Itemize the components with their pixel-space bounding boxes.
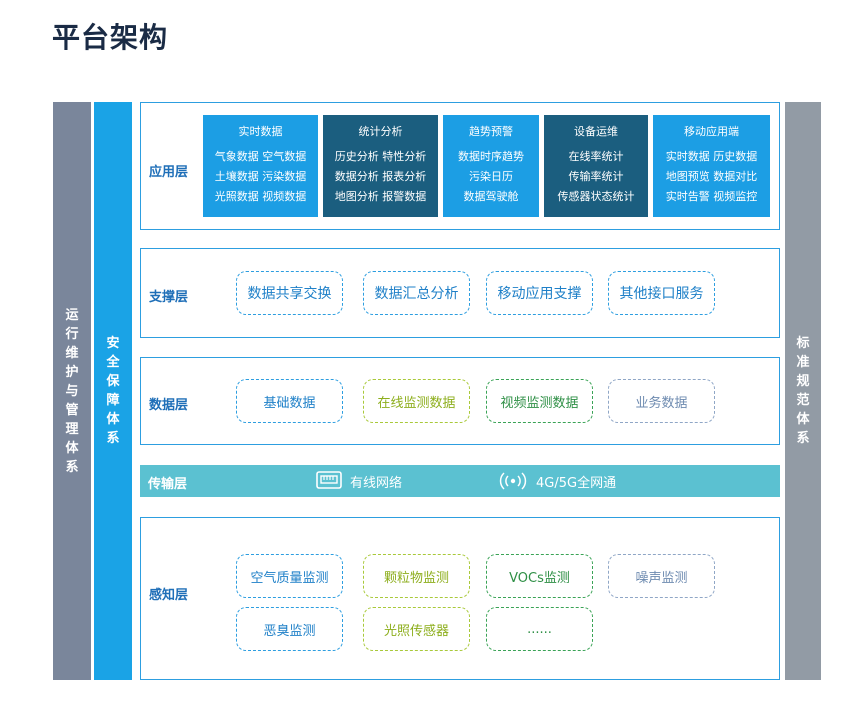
app-col-line: 数据分析 报表分析 [334,170,427,183]
application-layer-label: 应用层 [149,165,189,180]
data-item-video-monitoring: 视频监测数据 [486,379,593,423]
transport-layer: 传输层 有线网络 4G/5G全网通 [140,465,780,497]
app-col-line: 数据驾驶舱 [463,190,519,203]
perception-layer-label: 感知层 [149,588,189,603]
data-item-online-monitoring: 在线监测数据 [363,379,470,423]
wireless-network: 4G/5G全网通 [498,471,616,491]
sensor-item-light: 光照传感器 [363,607,470,651]
support-item: 数据汇总分析 [363,271,470,315]
app-col-line: 气象数据 空气数据 [214,150,307,163]
ops-management-label: 运行维护与管理体系 [65,307,79,475]
app-col-line: 实时数据 历史数据 [665,150,758,163]
app-col-line: 地图预览 数据对比 [665,170,758,183]
wired-network: 有线网络 [316,471,402,491]
app-col-device-ops: 设备运维 在线率统计 传输率统计 传感器状态统计 [544,115,648,217]
data-item-basic: 基础数据 [236,379,343,423]
app-col-line: 历史分析 特性分析 [334,150,427,163]
app-col-statistics: 统计分析 历史分析 特性分析 数据分析 报表分析 地图分析 报警数据 [323,115,438,217]
ethernet-icon [316,471,342,489]
application-layer: 应用层 实时数据 气象数据 空气数据 土壤数据 污染数据 光照数据 视频数据 统… [140,102,780,230]
app-col-line: 实时告警 视频监控 [665,190,758,203]
security-label: 安全保障体系 [106,336,120,446]
app-col-line: 传输率统计 [568,170,624,183]
app-col-title: 趋势预警 [469,125,513,138]
app-col-title: 设备运维 [574,125,618,138]
wired-network-label: 有线网络 [350,475,403,491]
data-layer: 数据层 基础数据 在线监测数据 视频监测数据 业务数据 [140,357,780,445]
transport-layer-label: 传输层 [148,477,188,492]
app-col-title: 实时数据 [238,125,283,138]
app-col-title: 移动应用端 [684,125,739,138]
security-sidebar: 安全保障体系 [94,102,132,680]
app-col-line: 污染日历 [469,170,513,183]
app-col-trend-warning: 趋势预警 数据时序趋势 污染日历 数据驾驶舱 [443,115,539,217]
support-layer-label: 支撑层 [149,290,189,305]
standard-sidebar: 标准规范体系 [785,102,821,680]
support-item: 其他接口服务 [608,271,715,315]
app-col-realtime: 实时数据 气象数据 空气数据 土壤数据 污染数据 光照数据 视频数据 [203,115,318,217]
sensor-item-odor: 恶臭监测 [236,607,343,651]
app-col-title: 统计分析 [358,125,403,138]
app-col-line: 传感器状态统计 [557,190,635,203]
perception-layer: 感知层 空气质量监测 颗粒物监测 VOCs监测 噪声监测 恶臭监测 光照传感器 … [140,517,780,680]
sensor-item-air-quality: 空气质量监测 [236,554,343,598]
sensor-item-vocs: VOCs监测 [486,554,593,598]
ops-management-sidebar: 运行维护与管理体系 [53,102,91,680]
app-col-line: 在线率统计 [568,150,624,163]
standard-label: 标准规范体系 [796,336,810,446]
sensor-item-particulate: 颗粒物监测 [363,554,470,598]
support-layer: 支撑层 数据共享交换 数据汇总分析 移动应用支撑 其他接口服务 [140,248,780,338]
data-layer-label: 数据层 [149,398,189,413]
sensor-item-more: ...... [486,607,593,651]
app-col-mobile: 移动应用端 实时数据 历史数据 地图预览 数据对比 实时告警 视频监控 [653,115,770,217]
wireless-network-label: 4G/5G全网通 [536,475,617,491]
wireless-signal-icon [499,472,527,490]
app-col-line: 光照数据 视频数据 [214,190,307,203]
page-title: 平台架构 [52,21,169,54]
data-item-business: 业务数据 [608,379,715,423]
support-item: 数据共享交换 [236,271,343,315]
app-col-line: 土壤数据 污染数据 [214,170,307,183]
support-item: 移动应用支撑 [486,271,593,315]
sensor-item-noise: 噪声监测 [608,554,715,598]
app-col-line: 数据时序趋势 [458,150,524,163]
app-col-line: 地图分析 报警数据 [334,190,427,203]
